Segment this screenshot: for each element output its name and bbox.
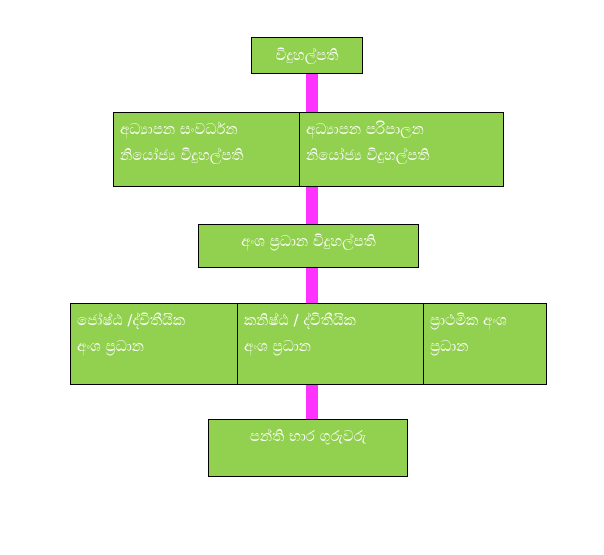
senior-secondary-line2: අංශ ප්‍රධාන	[77, 337, 144, 355]
deputy-administration-line1: අධ්‍යාපන පරිපාලන	[306, 120, 424, 138]
section-head-box: අංශ ප්‍රධාන විදුහල්පති	[198, 224, 419, 268]
connector-sections-teachers	[306, 384, 318, 420]
deputy-development-line1: අධ්‍යාපන සංවර්ධන	[120, 120, 238, 138]
junior-secondary-line1: කනිෂ්ඨ / ද්විතීයික	[244, 311, 356, 329]
junior-secondary-box: කනිෂ්ඨ / ද්විතීයික අංශ ප්‍රධාන	[237, 303, 424, 385]
senior-secondary-line1: ජෝෂ්ඨ /ද්විතීයික	[77, 311, 186, 329]
deputy-development-box: අධ්‍යාපන සංවර්ධන නියෝජ්‍ය විදුහල්පති	[113, 112, 300, 187]
deputy-development-line2: නියෝජ්‍ය විදුහල්පති	[120, 146, 244, 164]
connector-principal-deputies	[306, 72, 318, 114]
class-teachers-box: පන්ති භාර ගුරුවරු	[208, 419, 408, 477]
deputy-administration-line2: නියෝජ්‍ය විදුහල්පති	[306, 146, 430, 164]
connector-deputies-section-head	[306, 186, 318, 225]
primary-section-box: ප්‍රාථමික අංශ ප්‍රධාන	[423, 303, 547, 385]
class-teachers-label: පන්ති භාර ගුරුවරු	[249, 427, 367, 445]
principal-label: විදුහල්පති	[275, 46, 339, 64]
senior-secondary-box: ජෝෂ්ඨ /ද්විතීයික අංශ ප්‍රධාන	[70, 303, 238, 385]
primary-section-line1: ප්‍රාථමික අංශ	[430, 311, 507, 329]
section-head-label: අංශ ප්‍රධාන විදුහල්පති	[241, 232, 376, 250]
deputy-administration-box: අධ්‍යාපන පරිපාලන නියෝජ්‍ය විදුහල්පති	[299, 112, 504, 187]
junior-secondary-line2: අංශ ප්‍රධාන	[244, 337, 311, 355]
connector-section-head-sections	[306, 267, 318, 304]
primary-section-line2: ප්‍රධාන	[430, 337, 469, 355]
principal-box: විදුහල්පති	[251, 37, 363, 74]
